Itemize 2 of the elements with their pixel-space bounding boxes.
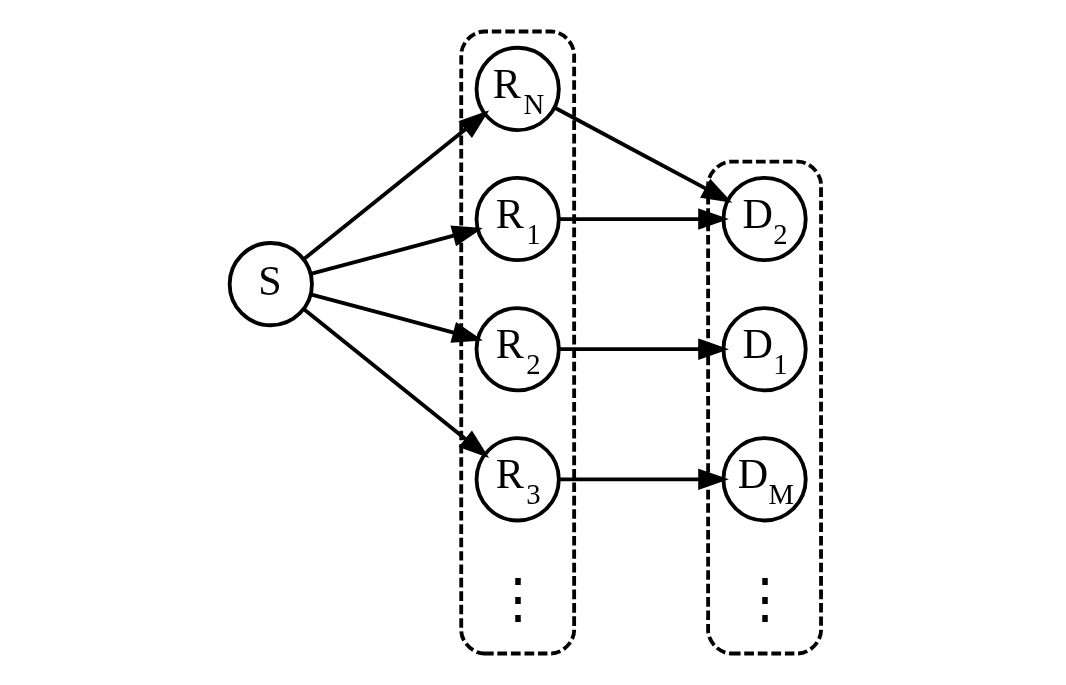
label: ⋮ bbox=[490, 568, 545, 629]
label: ⋮ bbox=[737, 568, 792, 629]
